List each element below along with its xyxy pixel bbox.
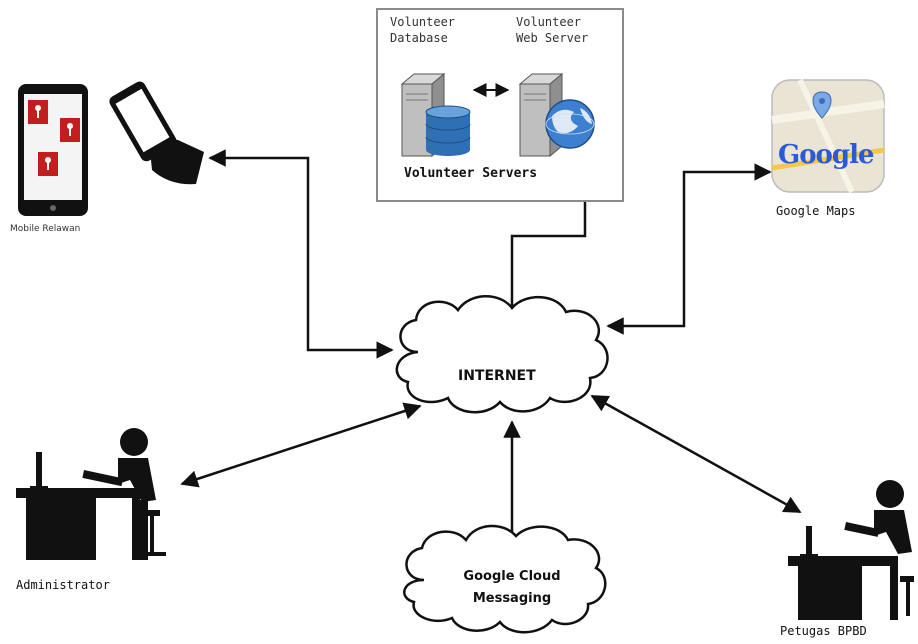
google-maps-label: Google Maps (776, 204, 856, 218)
db-label-line1: Volunteer (390, 15, 456, 29)
internet-label: INTERNET (458, 368, 536, 384)
administrator-label: Administrator (16, 578, 110, 592)
web-label-line1: Volunteer (516, 15, 582, 29)
smartphone-icon (18, 84, 88, 216)
db-label-line2: Database (390, 31, 448, 45)
mobile-relawan-label: Mobile Relawan (10, 224, 81, 234)
gcm-label-line2: Messaging (472, 591, 552, 606)
mobile-internet-connector (208, 149, 394, 359)
google-logo-text: Google (778, 140, 874, 170)
gcm-label: Google Cloud Messaging (452, 566, 572, 610)
db-label: Volunteer Database (390, 14, 455, 46)
web-label-line2: Web Server (516, 31, 589, 45)
petugas-label: Petugas BPBD (780, 624, 867, 638)
volunteer-servers-caption: Volunteer Servers (404, 166, 538, 181)
gcm-label-line1: Google Cloud (463, 569, 561, 584)
admin-internet-connector (180, 402, 422, 488)
globe-icon (545, 99, 595, 149)
web-label: Volunteer Web Server (516, 14, 588, 46)
hand-holding-phone-icon (109, 81, 204, 185)
database-icon (425, 105, 471, 156)
maps-internet-connector (606, 163, 772, 335)
petugas-internet-connector (590, 394, 802, 514)
